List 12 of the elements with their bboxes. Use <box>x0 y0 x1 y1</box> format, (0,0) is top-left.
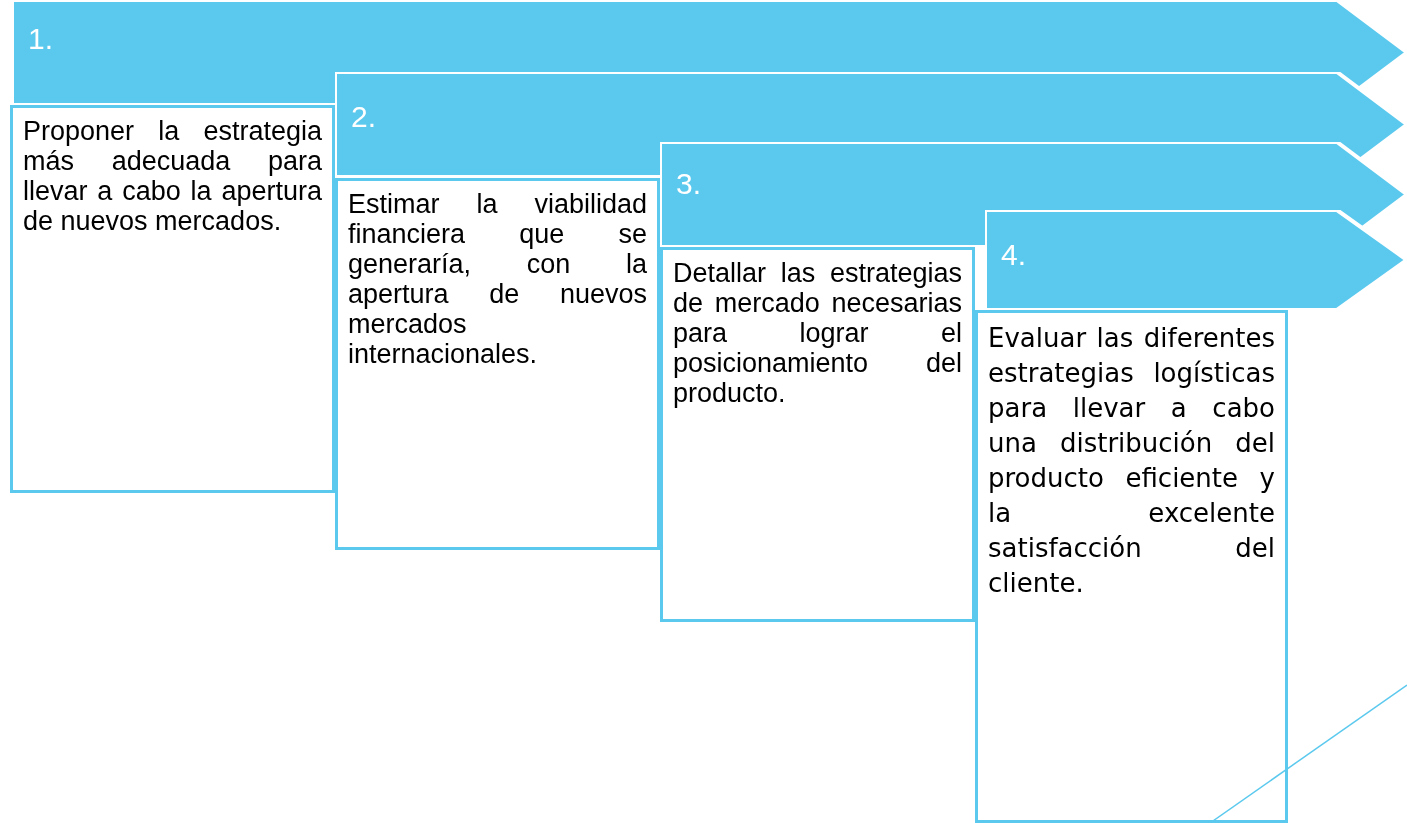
step-description: Proponer la estrategia más adecuada para llevar a cabo la apertura de nuevos mercados. <box>23 116 322 236</box>
text-box <box>975 310 1288 823</box>
step-number: 1. <box>28 22 54 56</box>
text-box <box>335 178 660 550</box>
step-number: 2. <box>351 100 377 134</box>
step-description: Evaluar las diferentes estrategias logísticas para llevar a cabo una distribución del producto eficiente y la excelente satisfacción del cliente. <box>988 322 1275 600</box>
step-description: Estimar la viabilidad financiera que se generaría, con la apertura de nuevos mercados internacionales. <box>348 189 647 369</box>
step-number: 4. <box>1001 238 1027 272</box>
step-number: 3. <box>676 167 702 201</box>
step-description: Detallar las estrategias de mercado necesarias para lograr el posicionamiento del producto. <box>673 258 962 408</box>
text-box <box>10 105 335 493</box>
text-box <box>660 247 975 622</box>
